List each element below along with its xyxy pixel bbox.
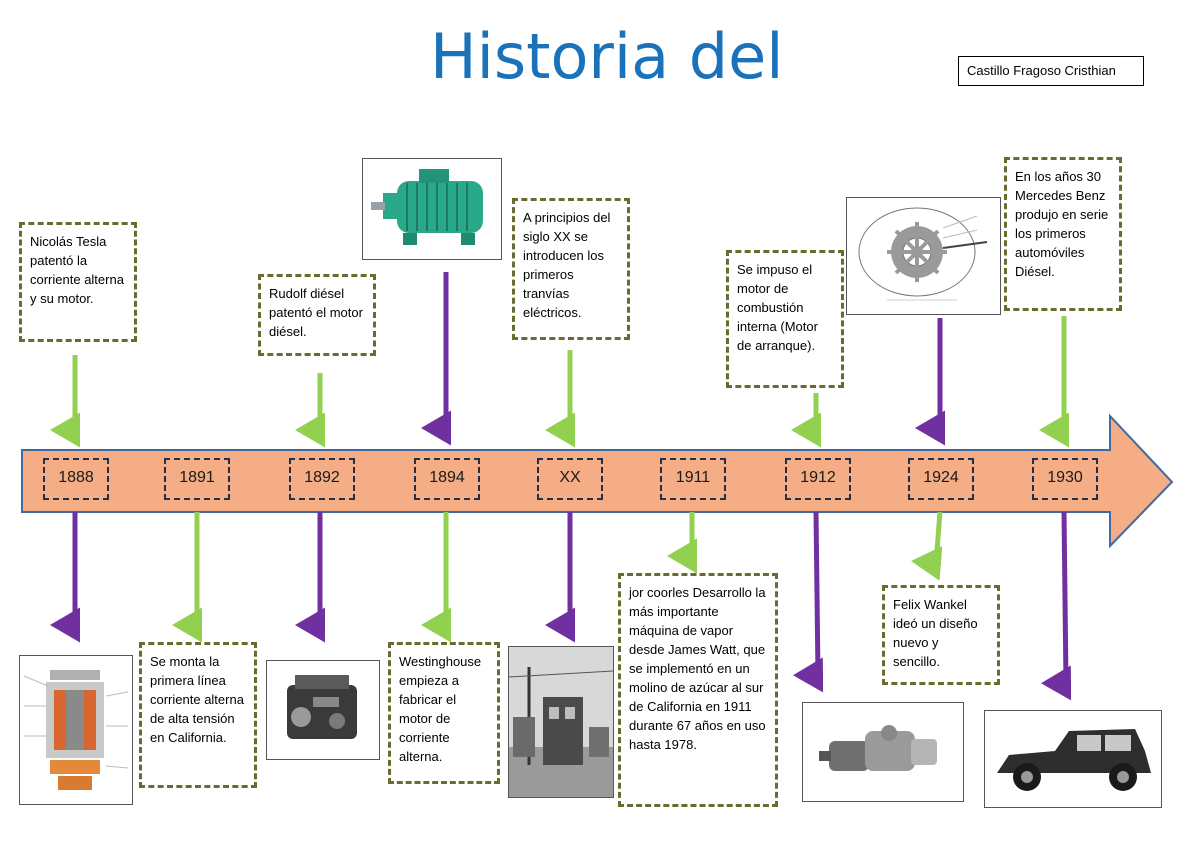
card-westinghouse: Westinghouse empieza a fabricar el motor… [388, 642, 500, 784]
vintage-car-icon [985, 711, 1161, 807]
starter-motor-image [802, 702, 964, 802]
tram-image [508, 646, 614, 798]
timeline-arrow [21, 413, 1174, 549]
year-box-1930: 1930 [1032, 458, 1098, 500]
vintage-car-image [984, 710, 1162, 808]
tram-photo-icon [509, 647, 613, 797]
card-vapor: jor coorles Desarrollo la más importante… [618, 573, 778, 807]
card-combustion: Se impuso el motor de combustión interna… [726, 250, 844, 388]
year-box-1888: 1888 [43, 458, 109, 500]
year-box-1891: 1891 [164, 458, 230, 500]
card-tesla: Nicolás Tesla patentó la corriente alter… [19, 222, 137, 342]
year-box-1911: 1911 [660, 458, 726, 500]
page-title: Historia del [430, 20, 784, 93]
card-tranvias: A principios del siglo XX se introducen … [512, 198, 630, 340]
card-linea: Se monta la primera línea corriente alte… [139, 642, 257, 788]
card-mercedes: En los años 30 Mercedes Benz produjo en … [1004, 157, 1122, 311]
year-box-xx: XX [537, 458, 603, 500]
year-box-1924: 1924 [908, 458, 974, 500]
motor-cutaway-image [19, 655, 133, 805]
author-box: Castillo Fragoso Cristhian [958, 56, 1144, 86]
engine-block-icon [267, 661, 379, 759]
connector-wankel [911, 511, 943, 581]
year-box-1892: 1892 [289, 458, 355, 500]
motor-cutaway-icon [20, 656, 132, 804]
starter-motor-icon [803, 703, 963, 801]
wankel-diagram-image [846, 197, 1001, 315]
connector-car [1041, 511, 1072, 701]
wankel-rotor-icon [847, 198, 1000, 314]
year-box-1894: 1894 [414, 458, 480, 500]
year-box-1912: 1912 [785, 458, 851, 500]
card-diesel: Rudolf diésel patentó el motor diésel. [258, 274, 376, 356]
connector-starter [793, 511, 824, 693]
card-wankel: Felix Wankel ideó un diseño nuevo y senc… [882, 585, 1000, 685]
electric-motor-image [362, 158, 502, 260]
engine-image [266, 660, 380, 760]
electric-motor-icon [363, 159, 501, 259]
